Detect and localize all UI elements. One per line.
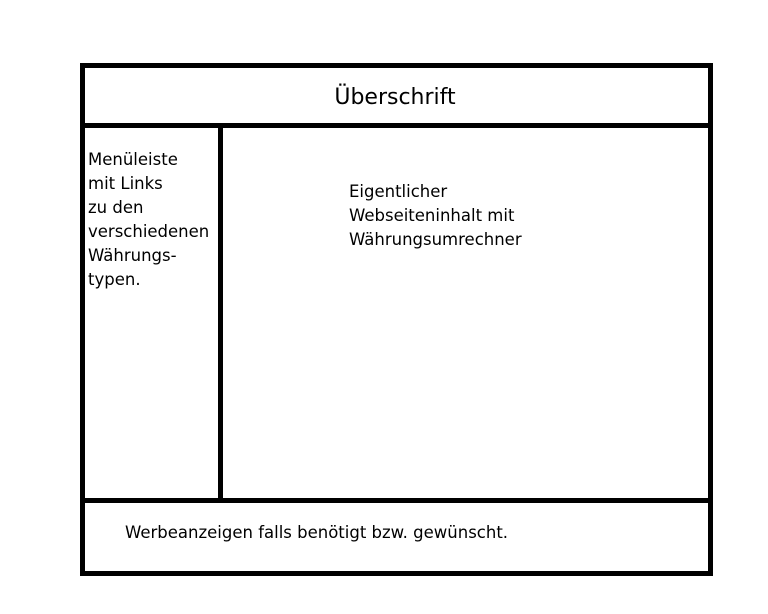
sidebar-line: Währungs- xyxy=(88,246,177,265)
sidebar-line: Menüleiste xyxy=(88,150,178,169)
sidebar-description: Menüleiste mit Links zu den verschiedene… xyxy=(88,148,218,292)
content-line: Währungsumrechner xyxy=(349,230,522,249)
footer-divider xyxy=(85,498,708,503)
footer-ads-region: Werbeanzeigen falls benötigt bzw. gewüns… xyxy=(85,503,708,571)
header-region: Überschrift xyxy=(85,68,708,128)
content-description: Eigentlicher Webseiteninhalt mit Währung… xyxy=(349,180,522,252)
header-title: Überschrift xyxy=(334,84,456,110)
main-content-region: Eigentlicher Webseiteninhalt mit Währung… xyxy=(223,128,708,498)
sidebar-line: zu den xyxy=(88,198,144,217)
content-line: Eigentlicher xyxy=(349,182,448,201)
sidebar-menu-region: Menüleiste mit Links zu den verschiedene… xyxy=(85,128,223,498)
sidebar-line: verschiedenen xyxy=(88,222,210,241)
content-line: Webseiteninhalt mit xyxy=(349,206,515,225)
sidebar-line: typen. xyxy=(88,270,141,289)
page-layout-wireframe: Überschrift Menüleiste mit Links zu den … xyxy=(80,63,713,576)
sidebar-line: mit Links xyxy=(88,174,163,193)
footer-description: Werbeanzeigen falls benötigt bzw. gewüns… xyxy=(125,523,509,542)
